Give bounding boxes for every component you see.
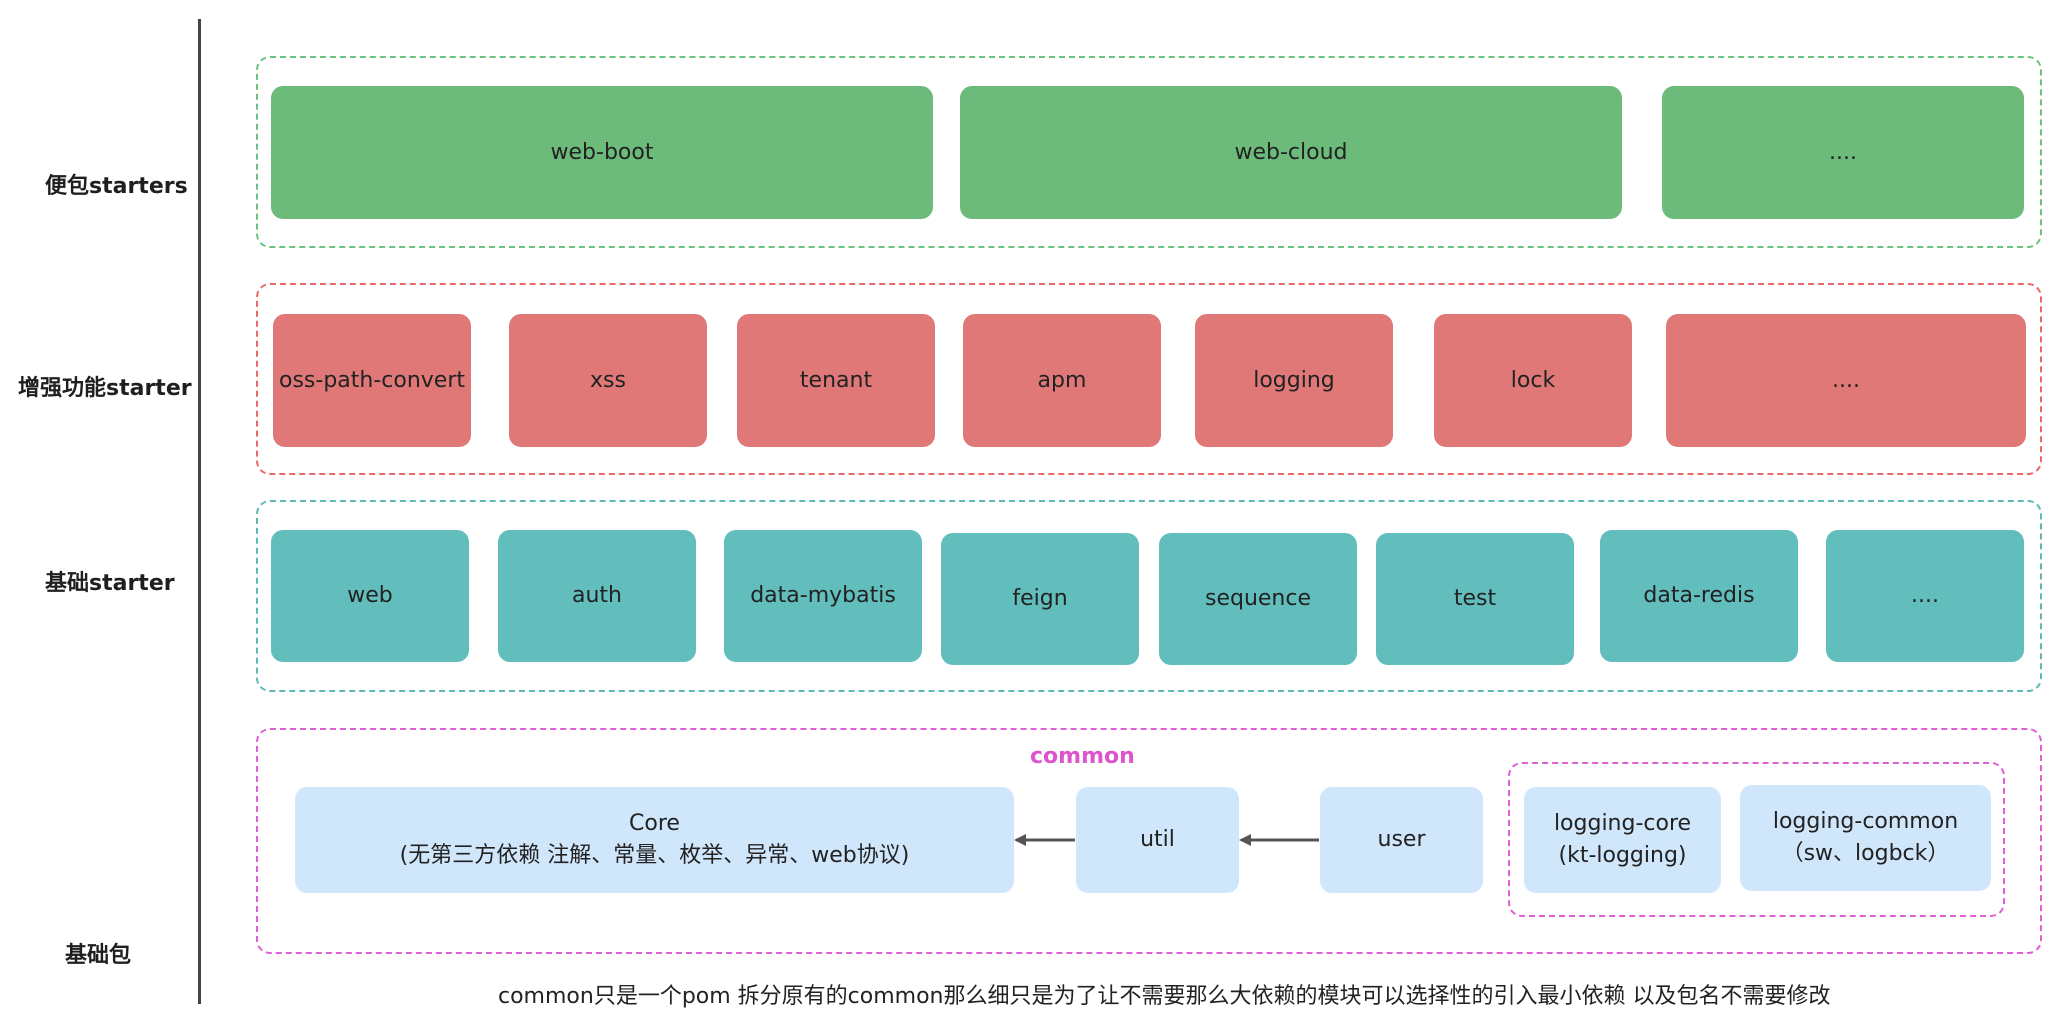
convenience-starters-group [256, 56, 2042, 248]
layer-axis-line [198, 19, 201, 1004]
common-title: common [1030, 744, 1135, 769]
logging-core-box: logging-core (kt-logging) [1524, 787, 1721, 893]
basic-test: test [1376, 533, 1574, 665]
layer-label-base: 基础包 [65, 943, 132, 968]
logging-common-subtitle: （sw、logbck） [1781, 841, 1950, 866]
logging-common-title: logging-common [1772, 809, 1959, 835]
logging-common-box: logging-common （sw、logbck） [1740, 785, 1991, 891]
logging-core-subtitle: (kt-logging) [1558, 843, 1687, 868]
enhanced-starters-group [256, 283, 2042, 475]
logging-core-title: logging-core [1553, 811, 1692, 837]
starter-web-cloud: web-cloud [960, 86, 1622, 219]
layer-label-basic: 基础starter [45, 571, 175, 596]
basic-web: web [271, 530, 469, 662]
common-group [256, 728, 2042, 954]
enhanced-lock: lock [1434, 314, 1632, 447]
basic-more: .... [1826, 530, 2024, 662]
common-util-box: util [1076, 787, 1239, 893]
core-description: (无第三方依赖 注解、常量、枚举、异常、web协议) [399, 843, 910, 868]
enhanced-logging: logging [1195, 314, 1393, 447]
logging-subgroup [1508, 762, 2005, 917]
basic-sequence: sequence [1159, 533, 1357, 665]
basic-data-redis: data-redis [1600, 530, 1798, 662]
enhanced-oss-path-convert: oss-path-convert [273, 314, 471, 447]
enhanced-tenant: tenant [737, 314, 935, 447]
common-core-box: Core (无第三方依赖 注解、常量、枚举、异常、web协议) [295, 787, 1014, 893]
starter-more: .... [1662, 86, 2024, 219]
footnote-text: common只是一个pom 拆分原有的common那么细只是为了让不需要那么大依… [498, 984, 1831, 1009]
enhanced-more: .... [1666, 314, 2026, 447]
basic-starters-group [256, 500, 2042, 692]
basic-auth: auth [498, 530, 696, 662]
core-title: Core [629, 811, 680, 837]
layer-label-starters: 便包starters [45, 174, 188, 199]
common-user-box: user [1320, 787, 1483, 893]
enhanced-xss: xss [509, 314, 707, 447]
starter-web-boot: web-boot [271, 86, 933, 219]
layer-label-enhanced: 增强功能starter [18, 376, 192, 401]
basic-data-mybatis: data-mybatis [724, 530, 922, 662]
enhanced-apm: apm [963, 314, 1161, 447]
basic-feign: feign [941, 533, 1139, 665]
